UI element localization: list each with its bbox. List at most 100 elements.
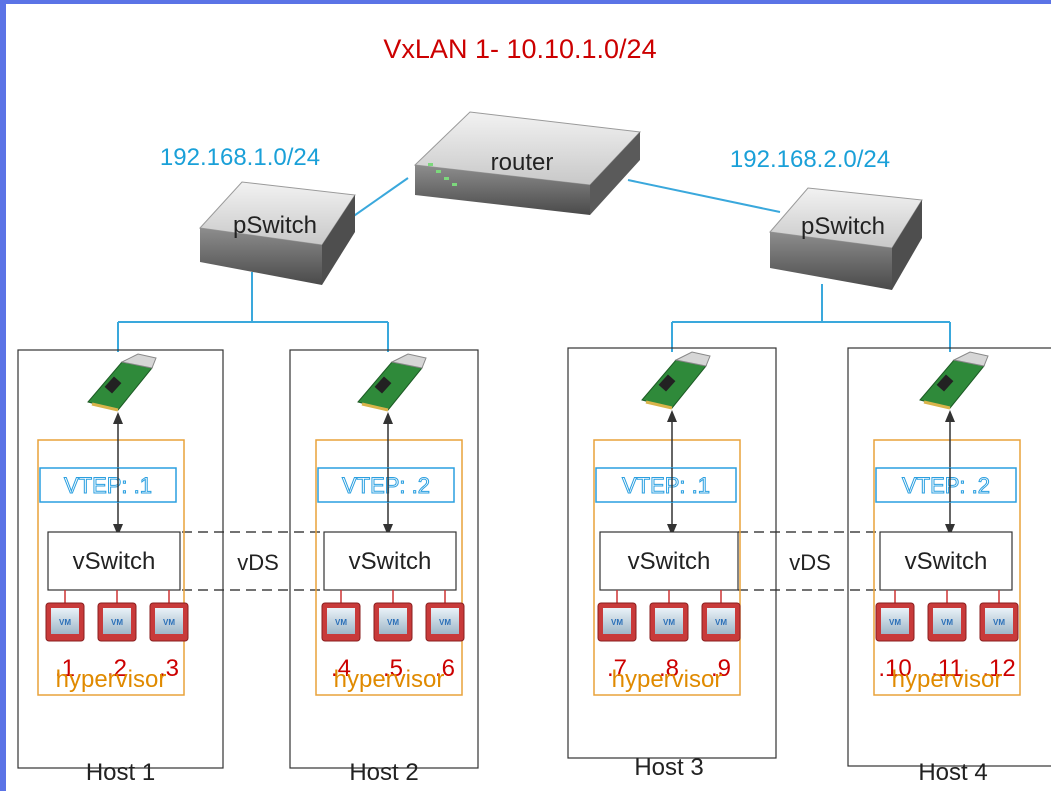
host-4: VTEP: .2vSwitchVM.10VM.11VM.12hypervisor… (847, 347, 1051, 786)
vm-icon-label: VM (663, 618, 675, 627)
link-router-left-switch (347, 177, 409, 221)
vm-icon-label: VM (163, 618, 175, 627)
vm-icon (985, 608, 1013, 634)
arrowhead-down (667, 524, 677, 536)
subnet-label-right: 192.168.2.0/24 (730, 146, 890, 173)
vtep-label: VTEP: .1 (64, 473, 152, 498)
nic-contacts (361, 402, 389, 412)
hypervisor-box (593, 439, 741, 696)
nic-chip (104, 376, 122, 394)
nic-board (919, 359, 985, 409)
vm-ip-label: .8 (659, 655, 679, 682)
vm-8: VM .8 (649, 590, 689, 682)
vxlan-title: VxLAN 1- 10.10.1.0/24 (383, 34, 656, 64)
hypervisor-box (315, 439, 463, 696)
vm-ip-label: .3 (159, 655, 179, 682)
host-name-label: Host 2 (349, 759, 418, 786)
vm-3: VM .3 (149, 590, 189, 682)
vm-icon (933, 608, 961, 634)
vm-6: VM .6 (425, 590, 465, 682)
host-name-label: Host 3 (634, 754, 703, 781)
nic-board (357, 361, 423, 411)
vtep-label: VTEP: .1 (622, 473, 710, 498)
hypervisor-label: hypervisor (56, 666, 167, 693)
vm-ip-label: .12 (982, 655, 1015, 682)
vm-icon-label: VM (439, 618, 451, 627)
hypervisor-box (873, 439, 1021, 696)
arrowhead-up (383, 412, 393, 424)
host-1: VTEP: .1vSwitchVM.1VM.2VM.3hypervisorHos… (17, 349, 224, 786)
vm-icon-label: VM (111, 618, 123, 627)
vtep-box (595, 467, 737, 503)
hypervisor-label: hypervisor (334, 666, 445, 693)
vm-ip-label: .6 (435, 655, 455, 682)
vtep-label: VTEP: .2 (342, 473, 430, 498)
vm-icon (51, 608, 79, 634)
vm-icon-label: VM (335, 618, 347, 627)
vm-7: VM.7 (597, 590, 637, 682)
vm-ip-label: .7 (607, 655, 627, 682)
hosts-layer: VTEP: .1vSwitchVM.1VM.2VM.3hypervisorHos… (17, 347, 1051, 786)
vswitch-label: vSwitch (905, 548, 988, 575)
vm-9: VM.9 (701, 590, 741, 682)
pswitch-right: pSwitch (769, 187, 923, 290)
vm-icon (707, 608, 735, 634)
nic-board (87, 361, 153, 411)
nic-chip (936, 374, 954, 392)
pswitch-right-front (770, 232, 892, 290)
router-side (590, 132, 640, 215)
vm-icon (155, 608, 183, 634)
router-led-lights (428, 163, 457, 186)
nic-contacts (91, 402, 119, 412)
vm-icon (431, 608, 459, 634)
vds-connectors (182, 531, 880, 591)
vswitch-label: vSwitch (73, 548, 156, 575)
pswitch-left: pSwitch (198, 181, 356, 285)
vm-ip-label: .4 (331, 655, 351, 682)
arrowhead-down (113, 524, 123, 536)
pswitch-right-side (892, 200, 922, 290)
arrowhead-up (667, 410, 677, 422)
vm-icon (379, 608, 407, 634)
vm-4: VM .4 (321, 590, 361, 682)
vswitch-box (879, 531, 1013, 591)
pswitch-left-side (322, 195, 355, 285)
vm-icon-label: VM (59, 618, 71, 627)
router-front (415, 165, 590, 215)
vm-12: VM.12 (979, 590, 1019, 682)
vm-11: VM .11 (927, 590, 967, 682)
vtep-box (875, 467, 1017, 503)
host-box (847, 347, 1051, 767)
nic-chip (374, 376, 392, 394)
vm-icon-label: VM (387, 618, 399, 627)
vm-icon-label: VM (941, 618, 953, 627)
vm-ip-label: .10 (878, 655, 911, 682)
vm-icon-label: VM (889, 618, 901, 627)
vm-ip-label: .5 (383, 655, 403, 682)
host-3: VTEP: .1vSwitchVM.7VM.8VM.9hypervisorHos… (567, 347, 777, 781)
hypervisor-box (37, 439, 185, 696)
pswitch-right-label: pSwitch (801, 213, 885, 240)
vm-ip-label: .9 (711, 655, 731, 682)
vm-ip-label: .1 (55, 655, 75, 682)
nic-contacts (645, 400, 673, 410)
nic-card-icon (641, 351, 711, 410)
link-router-right-switch (627, 179, 781, 213)
vds-label-right: vDS (789, 550, 831, 575)
vm-icon (655, 608, 683, 634)
vm-ip-label: .11 (931, 655, 963, 682)
vswitch-box (599, 531, 739, 591)
vtep-box (39, 467, 177, 503)
vm-5: VM .5 (373, 590, 413, 682)
arrowhead-up (113, 412, 123, 424)
pswitch-left-label: pSwitch (233, 212, 317, 239)
hypervisor-label: hypervisor (612, 666, 723, 693)
nic-bracket (120, 353, 157, 369)
host-name-label: Host 1 (86, 759, 155, 786)
vswitch-box (323, 531, 457, 591)
nic-contacts (923, 400, 951, 410)
nic-board (641, 359, 707, 409)
host-2: VTEP: .2vSwitchVM.4VM.5VM.6hypervisorHos… (289, 349, 479, 786)
